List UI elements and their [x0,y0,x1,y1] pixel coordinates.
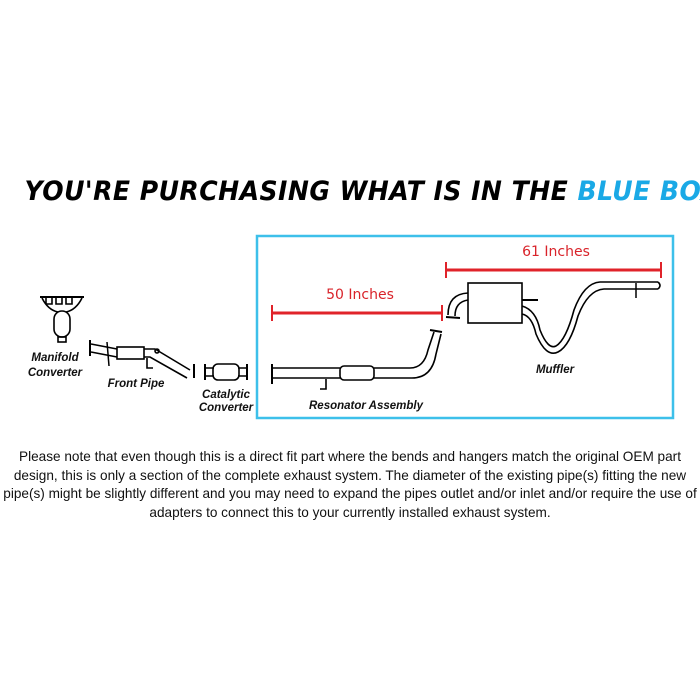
front-pipe-drawing [89,340,195,379]
headline-prefix: YOU'RE PURCHASING WHAT IS IN THE [24,176,578,207]
muffler-drawing [445,281,661,354]
disclaimer-note: Please note that even though this is a d… [3,449,697,520]
resonator-assembly-drawing [271,329,443,390]
measure-61-inches [445,262,662,278]
headline: YOU'RE PURCHASING WHAT IS IN THE BLUE BO… [24,176,700,207]
label-manifold: Manifold [31,352,79,364]
label-catalytic-2: Converter [199,402,254,414]
label-muffler: Muffler [536,364,575,376]
label-manifold-2: Converter [28,367,83,379]
label-resonator: Resonator Assembly [309,400,424,412]
manifold-converter-drawing [40,296,84,343]
blue-box [255,234,675,420]
label-front-pipe: Front Pipe [108,378,165,390]
label-catalytic: Catalytic [202,389,251,401]
measure-50-label: 50 Inches [326,287,394,303]
catalytic-converter-drawing [204,363,248,381]
measure-50-inches [271,305,443,321]
headline-highlight: BLUE BOX [577,176,700,207]
measure-61-label: 61 Inches [522,244,590,260]
